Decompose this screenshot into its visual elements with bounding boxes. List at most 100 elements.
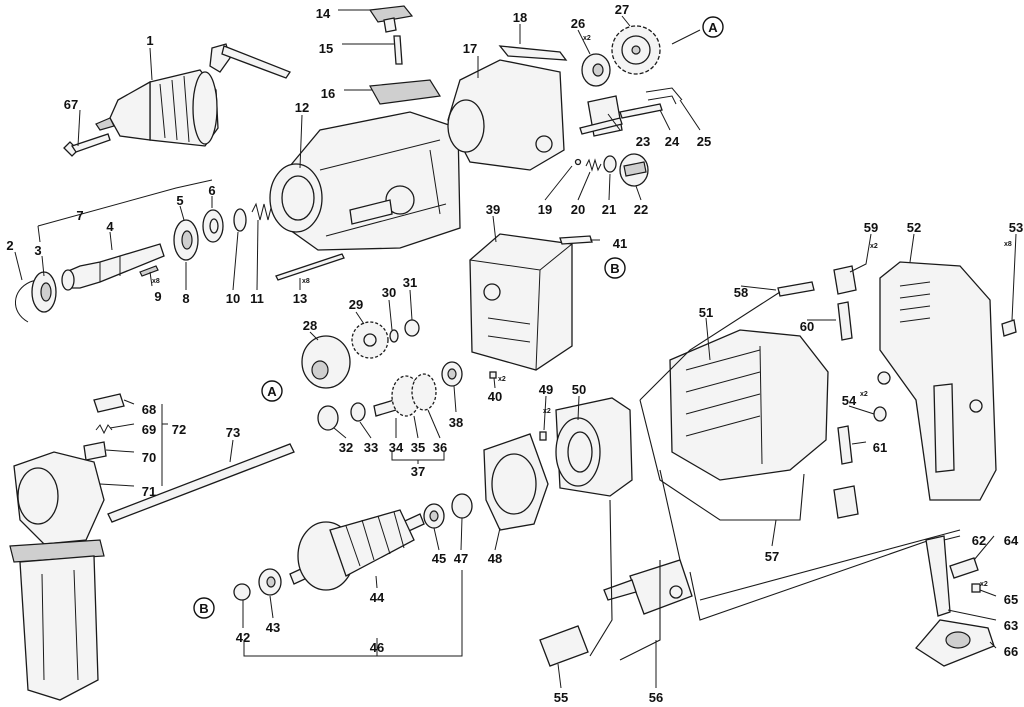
part-label-58: 58: [734, 285, 748, 300]
part-17-housing: [447, 59, 565, 171]
part-21-ring: [603, 155, 617, 173]
part-19-ball: [574, 158, 582, 166]
part-label-35: 35: [411, 440, 425, 455]
part-27-gear: [611, 25, 661, 75]
part-label-73: 73: [226, 425, 240, 440]
part-label-34: 34: [389, 440, 404, 455]
part-48-fan-baffle: [483, 433, 549, 531]
part-14-knob: [368, 5, 414, 33]
part-51-motor-housing: [669, 329, 829, 481]
part-30-ring: [389, 329, 399, 343]
part-58-cable-end: [777, 281, 815, 297]
part-label-69: 69: [142, 422, 156, 437]
mult-26: x2: [583, 35, 591, 42]
part-label-56: 56: [649, 690, 663, 705]
part-label-52: 52: [907, 220, 921, 235]
part-10-ring: [233, 208, 247, 232]
leader-lines: [14, 9, 1017, 689]
part-label-8: 8: [182, 291, 189, 306]
part-54-bush: [873, 406, 887, 422]
part-label-13: 13: [293, 291, 307, 306]
part-59-brush-holder: [833, 265, 857, 295]
part-label-30: 30: [382, 285, 396, 300]
part-label-39: 39: [486, 202, 500, 217]
part-label-6: 6: [208, 183, 215, 198]
part-1-chuck: [95, 69, 219, 147]
part-8-bearing: [173, 219, 199, 261]
part-label-40: 40: [488, 389, 502, 404]
mult-13: x8: [302, 278, 310, 285]
part-18-plate: [498, 45, 568, 61]
part-25-fork: [645, 87, 683, 105]
part-brush-holder-lower: [833, 485, 859, 519]
part-16-slider: [369, 79, 442, 105]
part-49-pin: [539, 431, 547, 441]
part-71-side-handle: [9, 451, 105, 701]
part-39-frame: [469, 233, 573, 371]
part-45-bearing: [423, 503, 445, 529]
part-label-53: 53: [1009, 220, 1023, 235]
part-label-3: 3: [34, 243, 41, 258]
mult-53: x8: [1004, 241, 1012, 248]
part-label-61: 61: [873, 440, 887, 455]
part-73-depth-rod: [107, 443, 295, 523]
part-55-capacitor: [539, 625, 589, 667]
part-66-cord-sleeve: [915, 619, 995, 667]
part-53-screw: [1001, 319, 1017, 337]
part-label-28: 28: [303, 318, 317, 333]
part-label-59: 59: [864, 220, 878, 235]
part-switch: [603, 559, 693, 615]
part-label-15: 15: [319, 41, 333, 56]
part-31-bush: [404, 319, 420, 337]
part-label-31: 31: [403, 275, 417, 290]
part-label-32: 32: [339, 440, 353, 455]
part-label-29: 29: [349, 297, 363, 312]
part-40-pin: [489, 371, 497, 379]
part-26-nut: [581, 53, 611, 87]
ref-b-mid-circle: [604, 257, 626, 279]
part-50-stator: [555, 397, 633, 497]
part-label-20: 20: [571, 202, 585, 217]
part-label-64: 64: [1004, 533, 1019, 548]
part-65-screw: [971, 583, 981, 593]
part-9-key: [139, 265, 159, 277]
part-43-bearing: [258, 568, 282, 596]
part-label-37: 37: [411, 464, 425, 479]
part-label-54: 54: [842, 393, 857, 408]
part-61-brush: [837, 425, 853, 465]
part-label-12: 12: [295, 100, 309, 115]
part-29-gear: [351, 321, 389, 359]
part-33-ring: [350, 402, 366, 422]
part-24-pin: [619, 103, 663, 119]
part-label-27: 27: [615, 2, 629, 17]
part-label-50: 50: [572, 382, 586, 397]
part-60-brush: [837, 301, 853, 341]
part-label-4: 4: [106, 219, 114, 234]
part-label-21: 21: [602, 202, 616, 217]
part-label-44: 44: [370, 590, 385, 605]
part-label-14: 14: [316, 6, 331, 21]
part-3-bearing: [31, 271, 57, 313]
part-12-gear-housing: [269, 111, 461, 251]
ref-b-low: B: [193, 597, 215, 619]
part-label-68: 68: [142, 402, 156, 417]
part-label-22: 22: [634, 202, 648, 217]
part-label-36: 36: [433, 440, 447, 455]
ref-a-top: A: [702, 16, 724, 38]
part-label-65: 65: [1004, 592, 1018, 607]
part-label-42: 42: [236, 630, 250, 645]
part-label-41: 41: [613, 236, 627, 251]
part-label-66: 66: [1004, 644, 1018, 659]
part-label-38: 38: [449, 415, 463, 430]
part-label-62: 62: [972, 533, 986, 548]
part-23-bracket: [579, 95, 623, 137]
part-label-33: 33: [364, 440, 378, 455]
part-13-screw: [275, 253, 345, 281]
ref-a-top-letter: A: [708, 20, 718, 35]
part-62-63-cord-guard: [925, 535, 951, 617]
part-label-55: 55: [554, 690, 568, 705]
part-label-70: 70: [142, 450, 156, 465]
